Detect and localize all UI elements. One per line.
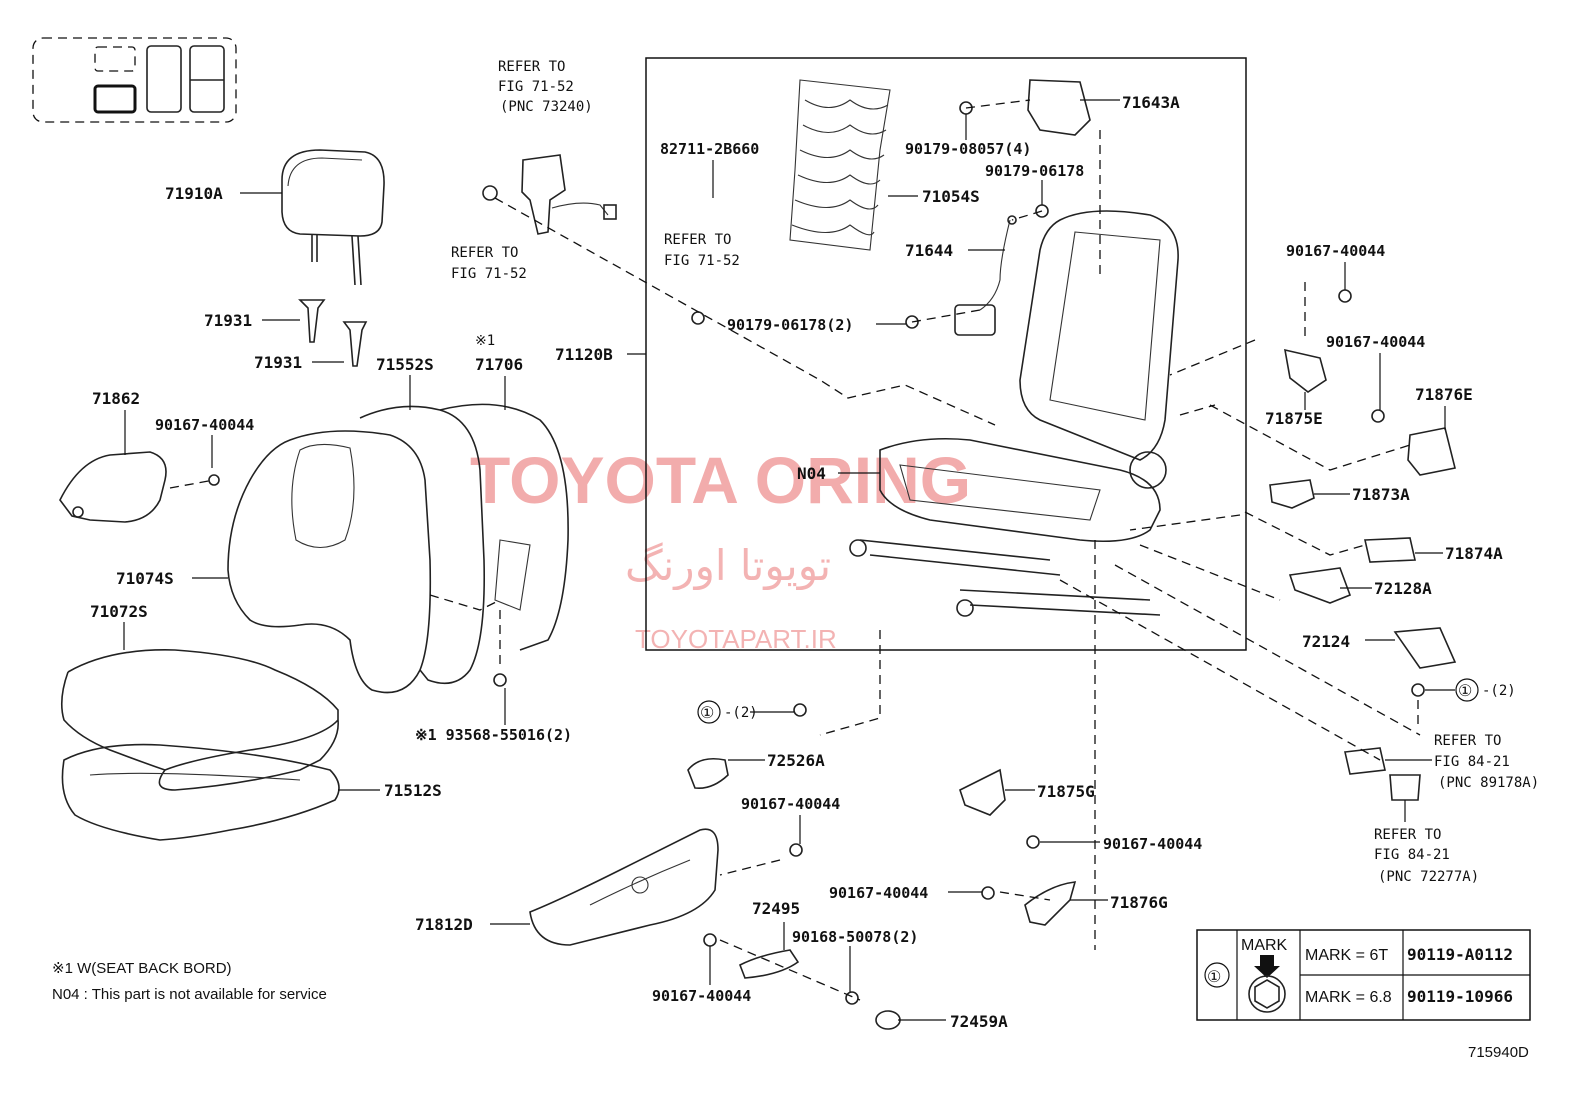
label-72459A: 72459A (950, 1012, 1008, 1031)
label-71120B: 71120B (555, 345, 613, 364)
label-71512S: 71512S (384, 781, 442, 800)
mark-row2-mark: MARK = 6.8 (1305, 989, 1392, 1006)
right-brackets (1269, 348, 1457, 801)
ref5-line3: (PNC 72277A) (1378, 869, 1479, 885)
ref3-line1: REFER TO (664, 232, 731, 248)
label-71874A: 71874A (1445, 544, 1503, 563)
watermark-main: TOYOTA ORING (470, 443, 971, 517)
label-71074S: 71074S (116, 569, 174, 588)
label-72124: 72124 (1302, 632, 1350, 651)
seat-back-drawing (227, 403, 569, 694)
label-71862: 71862 (92, 389, 140, 408)
mark-table: ① MARK MARK = 6T 90119-A0112 MARK = 6.8 … (1196, 929, 1531, 1021)
label-mark1: ※1 (475, 333, 495, 349)
label-71072S: 71072S (90, 602, 148, 621)
label-71873A: 71873A (1352, 485, 1410, 504)
label-71876E: 71876E (1415, 385, 1473, 404)
label-71876G: 71876G (1110, 893, 1168, 912)
dashed-guides (169, 99, 1421, 1001)
watermark-persian: تویوتا اورنگ (625, 541, 831, 590)
lower-trim-parts (529, 757, 1077, 1030)
label-90167-f: 90167-40044 (1103, 835, 1202, 853)
label-90179-06178: 90179-06178 (985, 162, 1084, 180)
refer-notes: REFER TO FIG 71-52 (PNC 73240) REFER TO … (451, 59, 1539, 885)
mark-row2-part: 90119-10966 (1407, 987, 1513, 1006)
label-71931-upper: 71931 (204, 311, 252, 330)
seat-frame-drawing (849, 210, 1179, 617)
circle-one-markers: ① -(2) ① -(2) (697, 678, 1516, 724)
label-90167-d: 90167-40044 (741, 795, 840, 813)
note-n04: N04 : This part is not available for ser… (52, 986, 327, 1003)
label-90168: 90168-50078(2) (792, 928, 918, 946)
circle-one-right-qty: -(2) (1482, 683, 1516, 699)
label-71643A: 71643A (1122, 93, 1180, 112)
label-71875G: 71875G (1037, 782, 1095, 801)
label-71931-lower: 71931 (254, 353, 302, 372)
ref5-line2: FIG 84-21 (1374, 847, 1450, 863)
ref1-line2: FIG 71-52 (498, 79, 574, 95)
seat-belt-buckle-drawing (521, 154, 617, 235)
label-71812D: 71812D (415, 915, 473, 934)
ref1-line1: REFER TO (498, 59, 565, 75)
leader-lines (123, 99, 1455, 1021)
label-90167-b: 90167-40044 (1286, 242, 1385, 260)
label-72495: 72495 (752, 899, 800, 918)
circle-one-right: ① (1458, 683, 1472, 700)
part-labels: 71910A 71931 71931 71862 90167-40044 715… (90, 93, 1503, 1031)
circle-one-left: ① (700, 705, 714, 722)
note-seat-back-board: ※1 W(SEAT BACK BORD) (52, 960, 232, 977)
ref3-line2: FIG 71-52 (664, 253, 740, 269)
label-90167-g: 90167-40044 (829, 884, 928, 902)
label-82711: 82711-2B660 (660, 140, 759, 158)
headrest-drawing (281, 149, 385, 286)
spring-mat-drawing (789, 79, 891, 251)
ref5-line1: REFER TO (1374, 827, 1441, 843)
headrest-guides (298, 299, 368, 367)
label-90179-06178-2: 90179-06178(2) (727, 316, 853, 334)
mark-table-circle: ① (1207, 969, 1221, 986)
figure-id: 715940D (1468, 1044, 1529, 1061)
circle-one-left-qty: -(2) (724, 705, 758, 721)
mark-row1-part: 90119-A0112 (1407, 945, 1513, 964)
label-71552S: 71552S (376, 355, 434, 374)
ref4-line2: FIG 84-21 (1434, 754, 1510, 770)
label-72128A: 72128A (1374, 579, 1432, 598)
ref2-line1: REFER TO (451, 245, 518, 261)
label-90167-a: 90167-40044 (155, 416, 254, 434)
watermark: TOYOTA ORING تویوتا اورنگ TOYOTAPART.IR (470, 443, 971, 654)
seat-cushion-drawing (60, 649, 340, 841)
label-N04: N04 (797, 464, 826, 483)
label-90167-c: 90167-40044 (1326, 333, 1425, 351)
ref2-line2: FIG 71-52 (451, 266, 527, 282)
label-72526A: 72526A (767, 751, 825, 770)
ref1-line3: (PNC 73240) (500, 99, 593, 115)
label-71644: 71644 (905, 241, 953, 260)
label-71910A: 71910A (165, 184, 223, 203)
watermark-site: TOYOTAPART.IR (635, 624, 837, 654)
wire-harness-drawing (954, 79, 1091, 336)
label-90167-e: 90167-40044 (652, 987, 751, 1005)
mark-table-header: MARK (1241, 937, 1288, 954)
ref4-line3: (PNC 89178A) (1438, 775, 1539, 791)
label-71054S: 71054S (922, 187, 980, 206)
ref4-line1: REFER TO (1434, 733, 1501, 749)
side-cover-71862 (59, 451, 167, 523)
seat-position-indicator (32, 37, 237, 123)
label-71875E: 71875E (1265, 409, 1323, 428)
label-90179-08057: 90179-08057(4) (905, 140, 1031, 158)
mark-row1-mark: MARK = 6T (1305, 947, 1388, 964)
label-93568: ※1 93568-55016(2) (415, 726, 572, 744)
label-71706: 71706 (475, 355, 523, 374)
footnotes: ※1 W(SEAT BACK BORD) N04 : This part is … (52, 960, 327, 1003)
